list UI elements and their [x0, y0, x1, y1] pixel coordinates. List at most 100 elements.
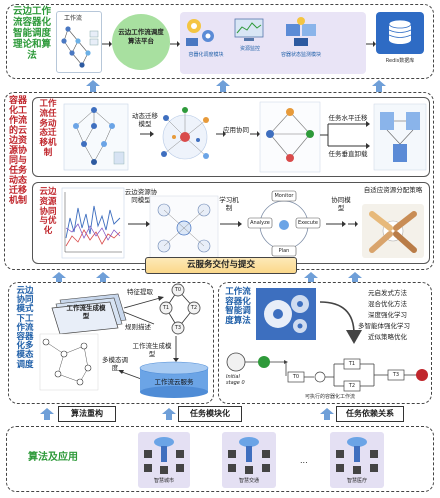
cloud-service-cylinder — [139, 361, 209, 398]
curved-arrow-icon — [319, 301, 362, 344]
arrow-icon — [170, 41, 180, 47]
stage-label: stage 0 — [226, 380, 245, 386]
method-1: 元启发式方法 — [368, 289, 407, 297]
arrow-icon — [140, 131, 154, 137]
collaboration-hands-icon — [362, 204, 424, 258]
initial-label: Initial — [226, 374, 240, 380]
task-dependency-label: 任务依赖关系 — [336, 406, 404, 422]
resource-chart-icon — [61, 187, 125, 259]
rule-describe-label: 规则描述 — [125, 323, 151, 331]
horizontal-migration-label: 任务水平迁移 — [328, 114, 368, 122]
bottom-right-title: 工作流容器化智能调度算法 — [225, 287, 251, 326]
method-2: 混合优化方法 — [368, 300, 407, 308]
up-arrow-icon — [348, 272, 362, 284]
container-scheduling-icon — [186, 19, 214, 46]
arrow-icon — [102, 41, 112, 47]
middle-section-title: 容器化工作流的云边资源协同与任务动态迁移机制 — [8, 96, 27, 206]
smart-medical-label: 智慧医疗 — [346, 478, 367, 484]
up-arrow-icon — [304, 272, 318, 284]
up-arrow-icon — [86, 80, 100, 92]
multimodal-label: 多模态调度 — [102, 356, 128, 372]
top-section-title: 云边工作流容器化智能调度理论和算法 — [12, 6, 51, 61]
br-node-t0: T0 — [292, 374, 300, 380]
container-workflow-diagram — [226, 352, 428, 392]
cloud-service-label: 工作流云服务 — [154, 378, 194, 386]
bottom-left-title: 云边协同模式下工作流容器化多模态调度 — [16, 286, 34, 370]
br-node-t1: T1 — [348, 361, 356, 367]
module-status-label: 容器状态监测模块 — [280, 52, 321, 58]
app-collab-label: 应用协同 — [223, 126, 249, 134]
arrow-icon — [366, 41, 376, 47]
mape-monitor: Monitor — [274, 193, 294, 199]
mape-loop-icon — [247, 190, 321, 257]
migration-model-label: 动态迁移模型 — [132, 112, 158, 128]
up-arrow-icon — [320, 408, 334, 420]
smart-traffic-icon — [228, 437, 270, 474]
server-cluster-icon — [373, 103, 427, 171]
smart-city-icon — [144, 437, 184, 474]
bl-node-t3: T3 — [174, 325, 182, 331]
up-arrow-icon — [372, 80, 386, 92]
scheduling-platform — [112, 14, 170, 70]
module-scheduling-label: 容器化调度模块 — [188, 52, 224, 58]
task-graph-icon — [63, 103, 129, 171]
resource-side-title: 云边资源协同与优化 — [39, 187, 57, 237]
bl-node-t0: T0 — [174, 287, 182, 293]
container-status-icon — [286, 17, 316, 46]
collaboration-graph-icon — [259, 101, 321, 173]
migration-network-icon — [161, 107, 209, 160]
workflow-label: 工作流 — [64, 15, 83, 22]
br-node-t2: T2 — [348, 383, 356, 389]
method-5: 近似策略优化 — [368, 333, 407, 341]
algo-restructure-label: 算法重构 — [58, 406, 116, 422]
br-node-t3: T3 — [392, 372, 400, 378]
bl-node-t1: T1 — [162, 305, 170, 311]
platform-label: 云边工作流调度算法平台 — [118, 28, 164, 45]
up-arrow-icon — [162, 408, 176, 420]
mape-execute: Execute — [298, 220, 318, 226]
gear-icon — [256, 288, 316, 340]
mape-plan: Plan — [278, 248, 290, 254]
smart-medical-icon — [336, 437, 378, 474]
bl-node-t2: T2 — [190, 305, 198, 311]
workflow-sketch-icon — [39, 333, 99, 391]
arrow-icon — [250, 131, 260, 137]
arrow-icon — [220, 221, 242, 227]
resource-monitor-icon — [234, 18, 264, 41]
task-modularize-label: 任务模块化 — [178, 406, 242, 422]
task-dag-icon — [159, 283, 201, 335]
arrow-icon — [128, 221, 150, 227]
arrow-icon — [326, 221, 346, 227]
feature-extract-label: 特征提取 — [127, 288, 153, 296]
up-arrow-icon — [216, 80, 230, 92]
container-workflow-caption: 可执行的容器化工作流 — [304, 394, 355, 400]
workflow-graph-icon — [61, 26, 99, 68]
workflow-stack-icon — [51, 293, 127, 335]
vertical-offload-label: 任务垂直卸载 — [328, 150, 368, 158]
method-4: 多智能体强化学习 — [358, 322, 410, 330]
method-3: 深度强化学习 — [368, 311, 407, 319]
up-arrow-icon — [40, 408, 54, 420]
migration-side-title: 工作流任务动态迁移机制 — [39, 99, 57, 158]
learning-label: 学习机制 — [219, 196, 239, 212]
redis-database-icon — [376, 12, 424, 54]
adaptive-strategy-label: 自适应资源分配策略 — [363, 186, 423, 194]
smart-city-label: 智慧城市 — [153, 478, 174, 484]
arrow-icon — [348, 221, 358, 227]
redis-label: Redis数据库 — [385, 58, 415, 64]
schedule-model-label: 协同模型 — [331, 196, 351, 212]
up-arrow-icon — [96, 272, 110, 284]
mape-analyze: Analyze — [250, 220, 270, 226]
arrow-icon — [216, 131, 226, 137]
resource-monitor-label: 资源监控 — [239, 46, 260, 52]
smart-traffic-label: 智慧交通 — [238, 478, 259, 484]
application-title: 算法及应用 — [28, 452, 78, 463]
up-arrow-icon — [52, 272, 66, 284]
container-module-panel — [180, 12, 366, 74]
arrow-icon — [173, 336, 179, 362]
service-delivery-band: 云服务交付与提交 — [145, 257, 297, 274]
arrow-icon — [123, 296, 164, 325]
resource-network-icon — [149, 195, 219, 259]
ellipsis-text: ... — [300, 456, 308, 465]
flow-gen-model-label: 工作流生成模型 — [132, 342, 172, 358]
